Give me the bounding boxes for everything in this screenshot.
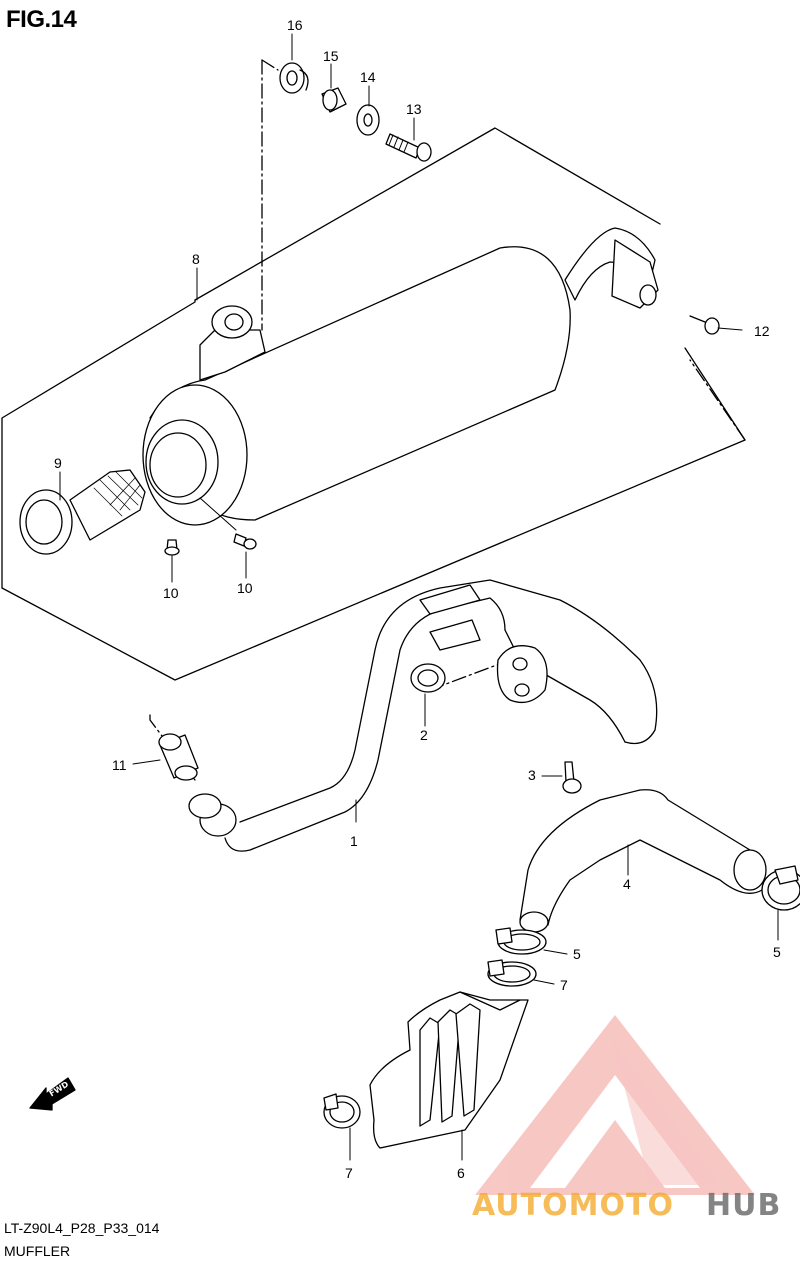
callout-13: 13	[406, 101, 422, 117]
callout-10-left: 10	[163, 585, 179, 601]
exhaust-pipe	[188, 579, 658, 852]
callout-3: 3	[528, 767, 536, 783]
clamp-7-bottom	[323, 1093, 361, 1129]
callout-10-right: 10	[237, 580, 253, 596]
leader-lines	[59, 33, 779, 1161]
callout-5-middle: 5	[573, 946, 581, 962]
callout-labels: 16 15 14 13 8 12 9 10 10 2 11 3 1 4 5 5 …	[54, 17, 781, 1181]
callout-15: 15	[323, 48, 339, 64]
pipe-cover-4	[519, 789, 767, 933]
callout-11: 11	[112, 757, 127, 773]
heat-shield-6	[369, 991, 529, 1149]
gasket-2	[410, 663, 446, 693]
bolt-13	[385, 133, 432, 162]
callout-7-bottom: 7	[345, 1165, 353, 1181]
callout-6: 6	[457, 1165, 465, 1181]
screw-10-right	[233, 533, 257, 550]
callout-4: 4	[623, 876, 631, 892]
bolt-12	[689, 315, 720, 335]
watermark-text-2: HUB	[706, 1188, 781, 1223]
watermark-text-1: AUTOMOTO	[472, 1188, 674, 1223]
figure-code: LT-Z90L4_P28_P33_014	[4, 1220, 160, 1236]
clamp-7-middle	[487, 959, 537, 987]
callout-9: 9	[54, 455, 62, 471]
callout-5-right: 5	[773, 944, 781, 960]
callout-2: 2	[420, 727, 428, 743]
grommet-16	[279, 62, 309, 94]
bolt-3	[562, 761, 582, 794]
watermark-logo	[475, 1015, 755, 1195]
callout-1: 1	[350, 833, 358, 849]
callout-16: 16	[287, 17, 303, 33]
washer-14	[356, 104, 380, 136]
spark-arrester	[19, 469, 146, 555]
callout-14: 14	[360, 69, 376, 85]
muffler-body	[142, 227, 659, 526]
callout-8: 8	[192, 251, 200, 267]
figure-name: MUFFLER	[4, 1243, 71, 1259]
screw-10-left	[164, 539, 180, 556]
callout-12: 12	[754, 323, 770, 339]
collar-15	[321, 87, 347, 113]
figure-title: FIG.14	[6, 6, 77, 33]
clamp-5-right	[761, 865, 800, 911]
callout-7-middle: 7	[560, 977, 568, 993]
forward-arrow-icon	[29, 1077, 76, 1111]
bush-11	[158, 733, 199, 781]
clamp-5-middle	[495, 927, 547, 955]
